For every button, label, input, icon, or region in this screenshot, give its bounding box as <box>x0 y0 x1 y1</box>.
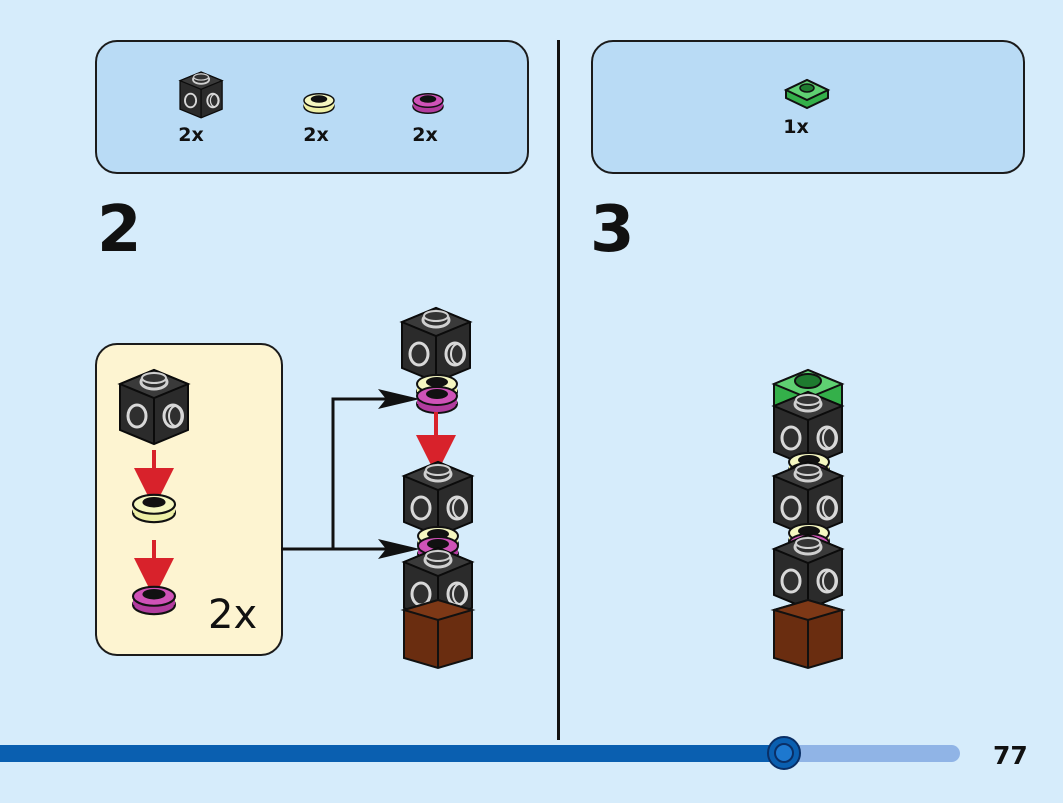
sub-magenta-plate <box>131 585 177 616</box>
step2-part2-qty: 2x <box>303 124 329 146</box>
step2-upper-magenta <box>416 386 458 414</box>
sub-black-brick <box>118 368 190 446</box>
progress-knob <box>767 736 801 770</box>
sub-yellow-plate <box>131 493 177 524</box>
step3-brown-base <box>773 599 843 669</box>
step-divider <box>557 40 560 740</box>
green-plate-part-icon <box>783 78 831 110</box>
step2-part1-qty: 2x <box>178 124 204 146</box>
step2-part3-qty: 2x <box>412 124 438 146</box>
step2-number: 2 <box>97 193 142 267</box>
black-brick-part-icon <box>179 71 224 119</box>
magenta-plate-part-icon <box>412 93 444 114</box>
progress-fill <box>0 745 784 762</box>
connector-line <box>281 397 388 551</box>
step3-brick-low <box>772 533 844 611</box>
subassembly-multiplier: 2x <box>208 592 258 638</box>
step2-mid-brick <box>402 460 474 538</box>
yellow-plate-part-icon <box>303 93 335 114</box>
page-number: 77 <box>993 741 1028 770</box>
step3-part1-qty: 1x <box>783 116 809 138</box>
connector-arrowhead-top <box>378 389 420 409</box>
step2-upper-brick <box>400 306 472 384</box>
connector-arrowhead-bottom <box>378 539 420 559</box>
step3-number: 3 <box>590 193 635 267</box>
step2-brown-base <box>403 599 473 669</box>
